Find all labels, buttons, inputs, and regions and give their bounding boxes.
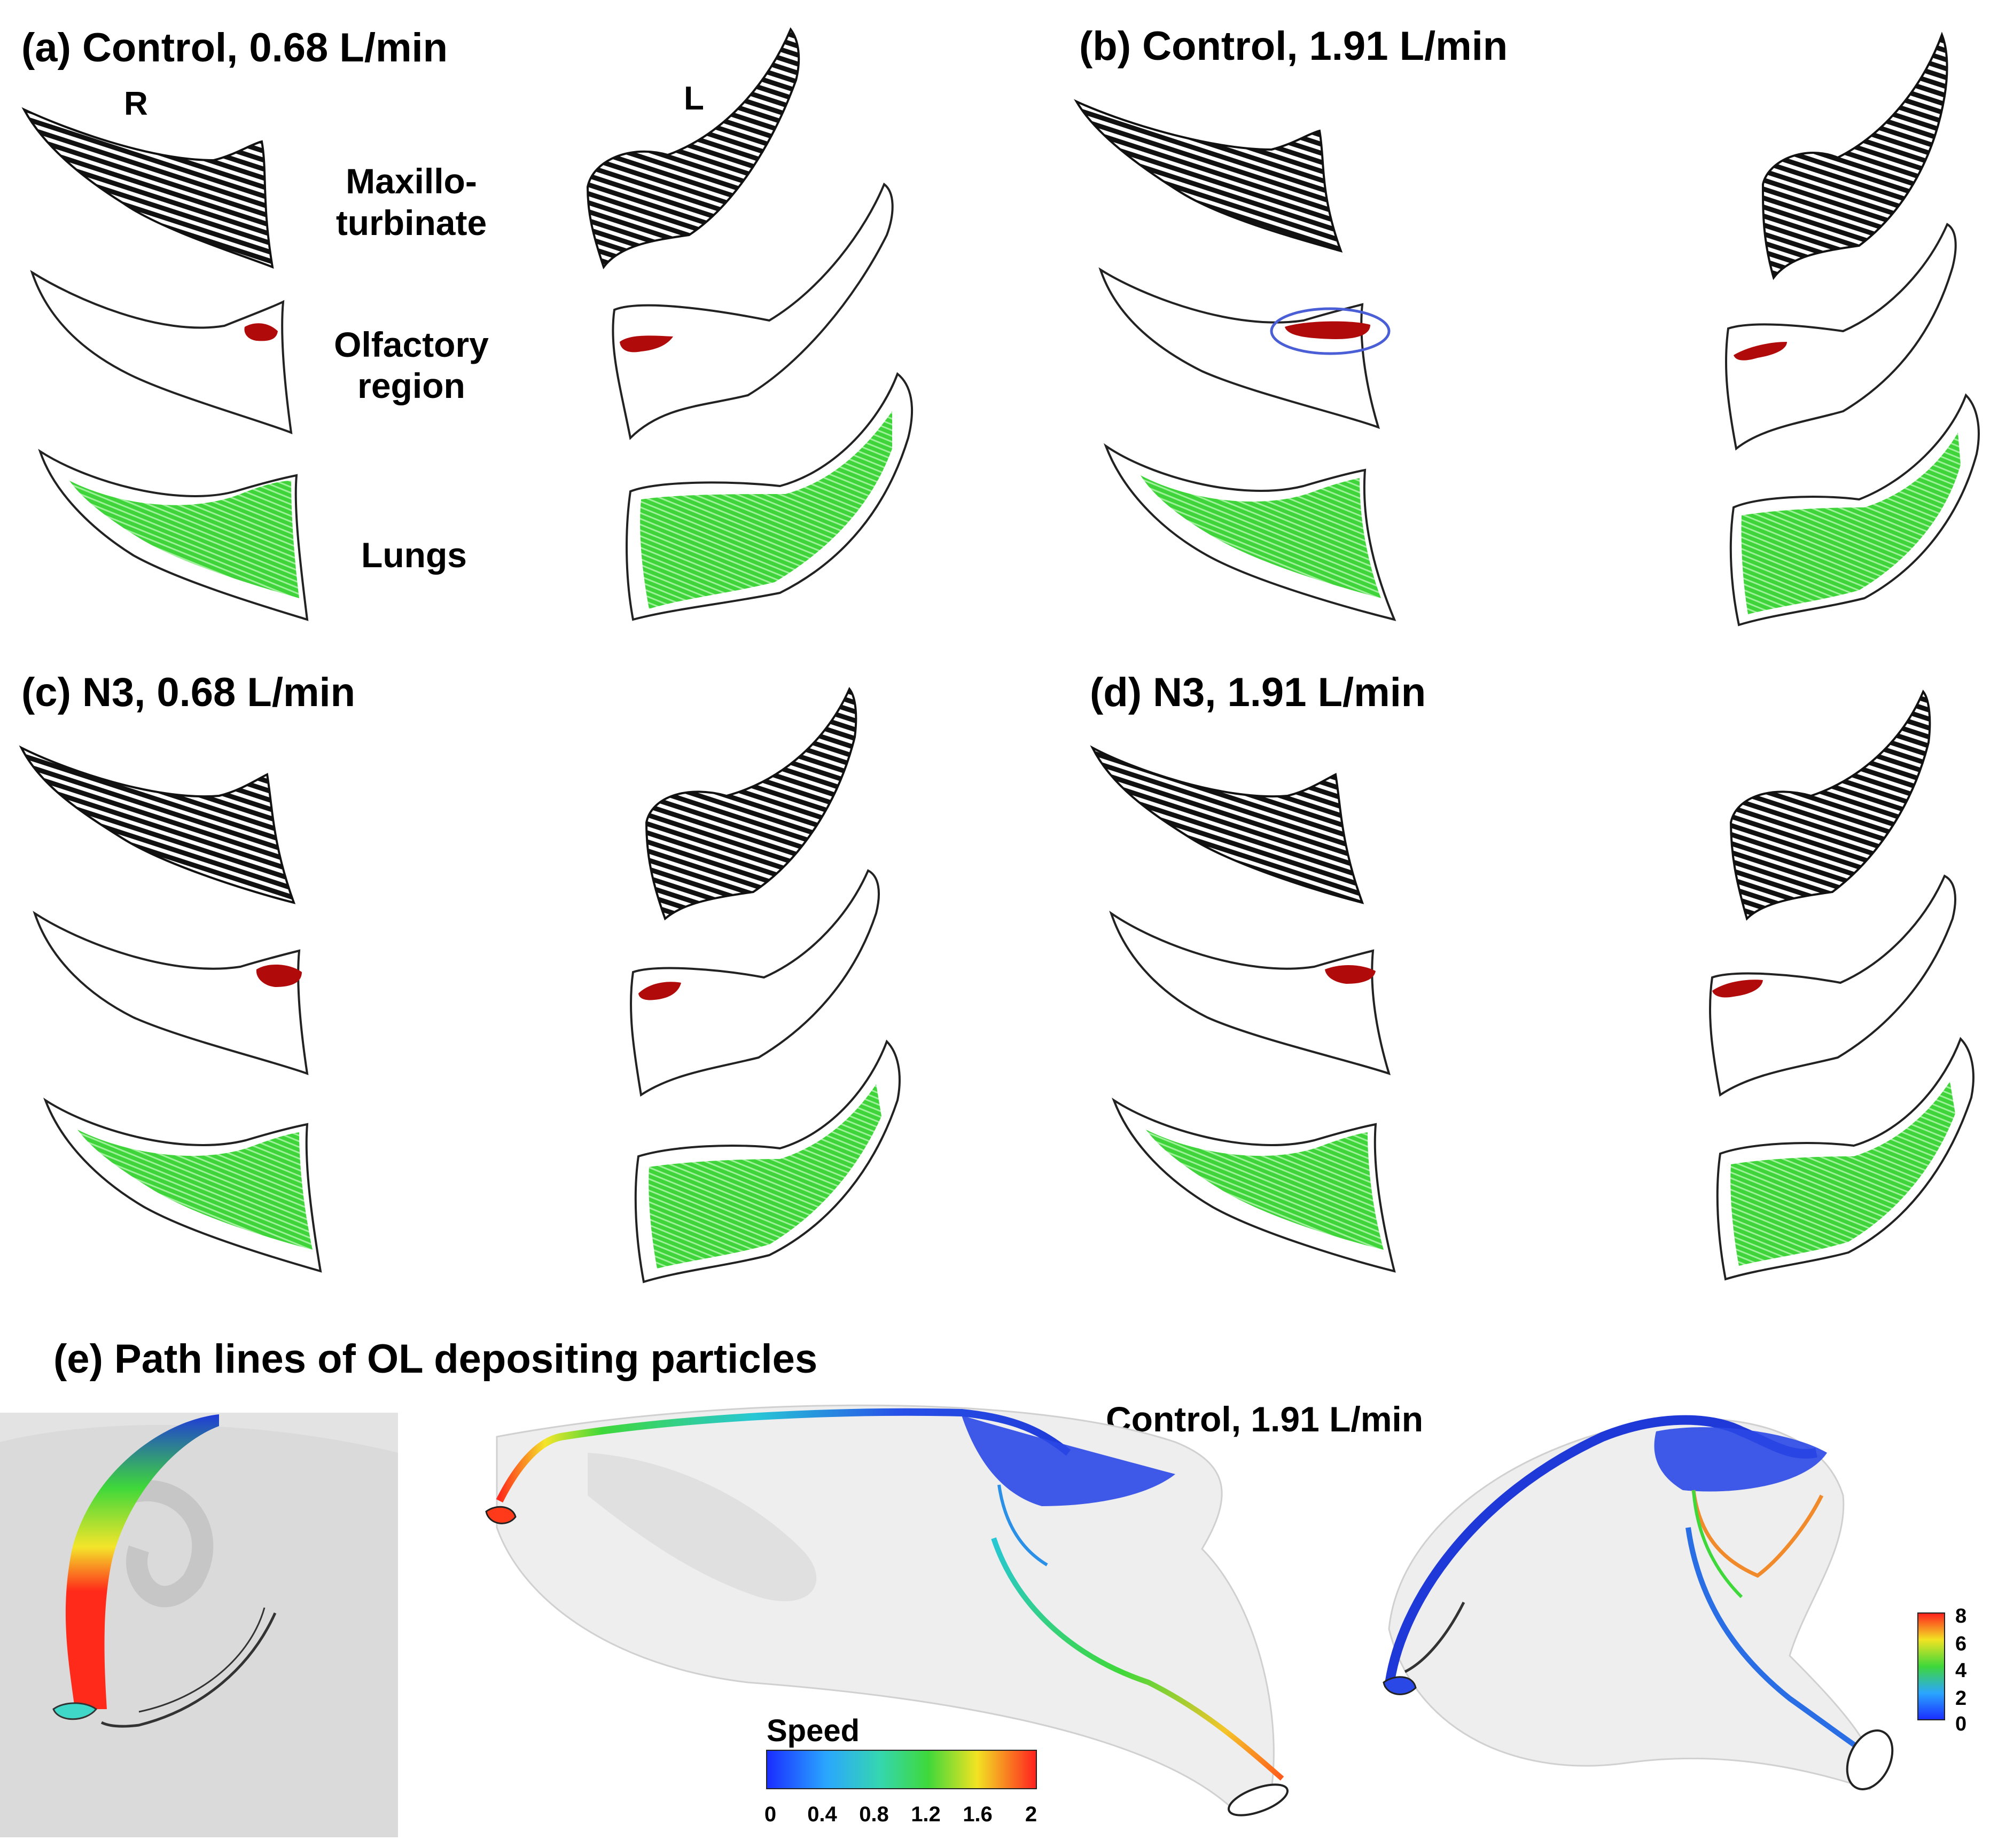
middle-trachea-pathline bbox=[991, 1537, 1284, 1781]
panel-a-title: (a) Control, 0.68 L/min bbox=[21, 25, 448, 71]
panel-c: (c) N3, 0.68 L/min bbox=[19, 670, 901, 1283]
panel-b-title: (b) Control, 1.91 L/min bbox=[1079, 24, 1508, 69]
middle-view bbox=[485, 1404, 1289, 1816]
lungs-r-fill bbox=[69, 481, 299, 598]
side-tick-2: 2 bbox=[1955, 1687, 1966, 1710]
lungs-l-b-fill bbox=[1741, 433, 1961, 614]
left-crop-pathlines bbox=[65, 1414, 219, 1709]
maxillo-r-b bbox=[1074, 99, 1343, 253]
panel-e-title: (e) Path lines of OL depositing particle… bbox=[53, 1336, 817, 1382]
panel-d-title: (d) N3, 1.91 L/min bbox=[1090, 670, 1426, 715]
olfactory-r-b-spot bbox=[1285, 321, 1370, 339]
olfactory-l-d-spot bbox=[1712, 980, 1763, 998]
side-colorbar: 8 6 4 2 0 bbox=[1917, 1605, 1966, 1735]
row-label-olfactory-2: region bbox=[357, 366, 465, 405]
speed-tick-1: 0.4 bbox=[807, 1803, 837, 1826]
lungs-r-d-fill bbox=[1146, 1130, 1384, 1250]
olfactory-l-outline bbox=[612, 182, 894, 441]
side-label-r: R bbox=[124, 85, 148, 122]
middle-fan-pathlines bbox=[962, 1415, 1175, 1506]
lungs-l-d-fill bbox=[1730, 1082, 1955, 1266]
lungs-l-fill bbox=[640, 411, 892, 609]
olfactory-l-b-spot bbox=[1734, 342, 1787, 361]
highlight-ring bbox=[1270, 307, 1391, 355]
row-label-lungs: Lungs bbox=[361, 535, 467, 575]
speed-bar-gradient bbox=[766, 1750, 1037, 1789]
speed-tick-2: 0.8 bbox=[859, 1803, 889, 1826]
panel-d: (d) N3, 1.91 L/min bbox=[1090, 670, 1974, 1281]
left-crop-view bbox=[0, 1413, 398, 1837]
olfactory-r-d-spot bbox=[1325, 965, 1376, 984]
side-tick-4: 4 bbox=[1955, 1659, 1966, 1682]
row-label-olfactory-1: Olfactory bbox=[334, 325, 489, 364]
side-bar-gradient bbox=[1917, 1612, 1945, 1720]
olfactory-r-d-outline bbox=[1109, 910, 1391, 1076]
maxillo-r-c bbox=[19, 745, 296, 904]
olfactory-r-spot bbox=[244, 323, 278, 341]
olfactory-r-c-spot bbox=[256, 964, 302, 987]
maxillo-r-d bbox=[1090, 745, 1364, 904]
right-fan-pathlines bbox=[1654, 1427, 1827, 1492]
olfactory-l-d-outline bbox=[1708, 874, 1956, 1097]
speed-colorbar: Speed 0 0.4 0.8 1.2 1.6 2 bbox=[764, 1713, 1037, 1826]
speed-bar-label: Speed bbox=[767, 1713, 860, 1748]
olfactory-l-c-outline bbox=[630, 869, 880, 1097]
row-label-maxillo-2: turbinate bbox=[336, 203, 487, 242]
side-tick-8: 8 bbox=[1955, 1605, 1966, 1627]
side-tick-0: 0 bbox=[1955, 1713, 1966, 1735]
panel-e: (e) Path lines of OL depositing particle… bbox=[0, 1336, 1966, 1837]
speed-tick-5: 2 bbox=[1025, 1803, 1037, 1826]
olfactory-r-c-outline bbox=[33, 911, 309, 1076]
middle-main-pathline bbox=[496, 1408, 1071, 1503]
panel-a: (a) Control, 0.68 L/min R L Maxillo- tur… bbox=[21, 25, 914, 621]
maxillo-r bbox=[21, 107, 274, 269]
maxillo-l bbox=[586, 27, 800, 270]
panel-b: (b) Control, 1.91 L/min bbox=[1074, 24, 1980, 627]
side-label-l: L bbox=[684, 80, 704, 117]
panel-c-title: (c) N3, 0.68 L/min bbox=[21, 670, 355, 715]
lungs-r-b-fill bbox=[1141, 475, 1381, 598]
right-view bbox=[1383, 1415, 1894, 1790]
speed-tick-4: 1.6 bbox=[963, 1803, 993, 1826]
olfactory-r-outline bbox=[30, 270, 293, 435]
right-trachea-pathline bbox=[1685, 1527, 1866, 1755]
lungs-l-c-fill bbox=[649, 1084, 881, 1268]
lungs-r-c-fill bbox=[77, 1130, 313, 1250]
olfactory-l-spot bbox=[620, 335, 673, 353]
speed-tick-3: 1.2 bbox=[911, 1803, 941, 1826]
side-tick-6: 6 bbox=[1955, 1633, 1966, 1655]
maxillo-l-b bbox=[1761, 32, 1948, 280]
row-label-maxillo-1: Maxillo- bbox=[346, 161, 477, 201]
maxillo-l-d bbox=[1729, 690, 1931, 921]
olfactory-l-b-outline bbox=[1725, 223, 1957, 451]
maxillo-l-c bbox=[645, 687, 857, 921]
olfactory-l-c-spot bbox=[638, 982, 681, 1000]
panel-e-subtitle: Control, 1.91 L/min bbox=[1106, 1399, 1423, 1439]
olfactory-r-b-outline bbox=[1098, 267, 1380, 429]
speed-tick-0: 0 bbox=[764, 1803, 776, 1826]
